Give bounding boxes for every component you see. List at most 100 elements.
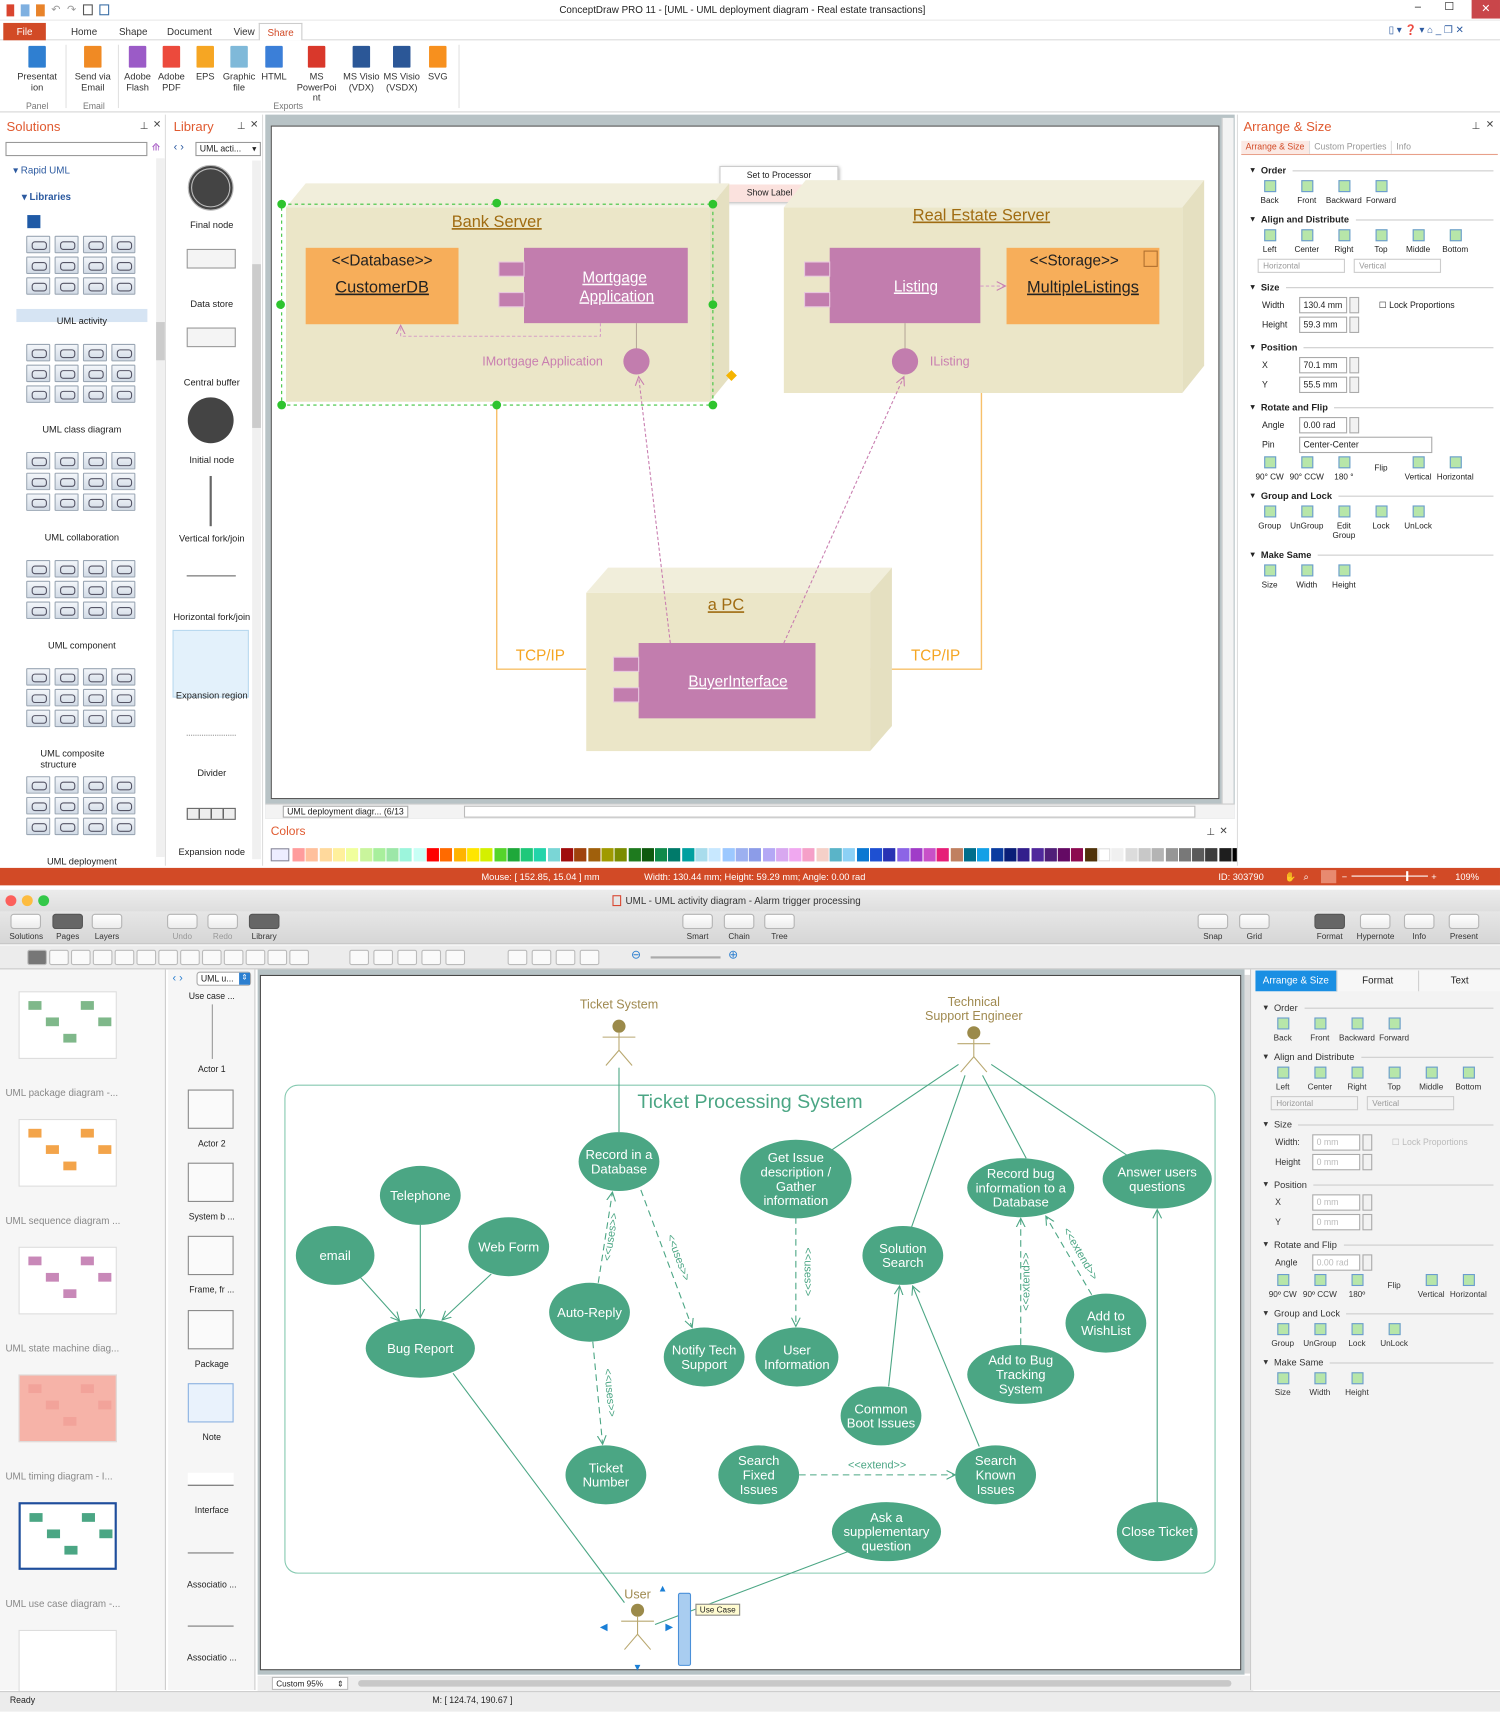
- data-store-shape-icon[interactable]: [186, 248, 236, 269]
- library-shape-icon[interactable]: [26, 668, 51, 686]
- pin-icon[interactable]: ⊥: [236, 120, 246, 132]
- expansion-region-shape-icon[interactable]: [172, 629, 249, 698]
- library-shape-icon[interactable]: [26, 364, 51, 383]
- color-swatch[interactable]: [708, 848, 721, 862]
- color-swatch[interactable]: [1138, 848, 1151, 862]
- library-shape-icon[interactable]: [54, 688, 79, 707]
- color-swatch[interactable]: [373, 848, 386, 862]
- pin-icon[interactable]: ⊥: [1471, 120, 1481, 132]
- tab-file[interactable]: File: [3, 22, 46, 41]
- actor-1-shape-icon[interactable]: [203, 1004, 221, 1059]
- zoom-window-button[interactable]: [38, 895, 50, 907]
- color-swatch[interactable]: [1084, 848, 1097, 862]
- color-swatch[interactable]: [1178, 848, 1191, 862]
- library-item-expansion-node[interactable]: Expansion node: [178, 846, 246, 857]
- library-shape-icon[interactable]: [54, 580, 79, 599]
- library-shape-icon[interactable]: [111, 601, 136, 619]
- library-shape-icon[interactable]: [111, 256, 136, 275]
- top-button[interactable]: Top: [1362, 229, 1399, 254]
- library-uml-deployment[interactable]: UML deployment: [46, 855, 117, 867]
- library-shape-icon[interactable]: [26, 580, 51, 599]
- section-align-and-distribute[interactable]: ▼Align and Distribute: [1262, 1051, 1500, 1062]
- tree-rapid-uml[interactable]: ▾ Rapid UML: [13, 165, 70, 177]
- width-input[interactable]: 0 mm: [1312, 1134, 1361, 1151]
- library-shape-icon[interactable]: [82, 364, 107, 383]
- library-shape-icon[interactable]: [26, 776, 51, 794]
- color-swatch[interactable]: [319, 848, 332, 862]
- color-swatch[interactable]: [587, 848, 600, 862]
- 180-button[interactable]: 180 °: [1325, 456, 1362, 481]
- menu-item-set-to-processor[interactable]: Set to Processor: [746, 170, 812, 181]
- height-button[interactable]: Height: [1338, 1372, 1375, 1397]
- library-shape-icon[interactable]: [54, 277, 79, 295]
- menu-item-show-label[interactable]: Show Label: [720, 184, 838, 202]
- lock-proportions-checkbox[interactable]: ☐ Lock Proportions: [1392, 1138, 1468, 1148]
- tab-home[interactable]: Home: [70, 26, 98, 38]
- section-rotate-and-flip[interactable]: ▼Rotate and Flip: [1262, 1239, 1500, 1250]
- library-select[interactable]: UML acti...▾: [195, 141, 261, 157]
- color-swatch[interactable]: [1004, 848, 1017, 862]
- library-shape-icon[interactable]: [54, 560, 79, 578]
- horizontal-scrollbar[interactable]: [463, 805, 1196, 818]
- tab-view[interactable]: View: [233, 26, 255, 38]
- color-swatch[interactable]: [601, 848, 614, 862]
- section-rotate-and-flip[interactable]: ▼Rotate and Flip: [1249, 402, 1500, 413]
- lock-proportions-checkbox[interactable]: ☐ Lock Proportions: [1379, 300, 1455, 310]
- drawing-tool-icon[interactable]: [158, 949, 178, 966]
- tab-text[interactable]: Text: [1419, 970, 1500, 992]
- color-swatch[interactable]: [493, 848, 507, 862]
- library-shape-icon[interactable]: [111, 235, 136, 254]
- minimize-button[interactable]: –: [1414, 1, 1421, 14]
- bottom-button[interactable]: Bottom: [1437, 229, 1474, 254]
- backward-button[interactable]: Backward: [1338, 1017, 1375, 1043]
- drawing-tool-icon[interactable]: [555, 949, 576, 966]
- color-swatch[interactable]: [802, 848, 815, 862]
- library-shape-icon[interactable]: [82, 601, 107, 619]
- color-swatch[interactable]: [1071, 848, 1084, 862]
- flip-horizontal-button[interactable]: Horizontal: [1437, 456, 1474, 481]
- library-shape-icon[interactable]: [111, 817, 136, 836]
- lock-button[interactable]: Lock: [1338, 1323, 1375, 1348]
- library-uml-class-diagram[interactable]: UML class diagram: [42, 423, 122, 435]
- save-library-icon[interactable]: [27, 215, 41, 229]
- present-button[interactable]: Present: [1448, 913, 1480, 941]
- tab-share[interactable]: Share: [258, 22, 303, 41]
- color-swatch[interactable]: [775, 848, 788, 862]
- horizontal-fork-join-shape-icon[interactable]: [186, 575, 236, 577]
- library-shape-icon[interactable]: [26, 256, 51, 275]
- zoom-select[interactable]: Custom 95%⇕: [271, 1676, 349, 1690]
- ms-visio-vsdx-button[interactable]: MS Visio (VSDX): [381, 45, 422, 93]
- smart-button[interactable]: Smart: [682, 913, 713, 941]
- library-shape-icon[interactable]: [54, 256, 79, 275]
- color-swatch[interactable]: [1017, 848, 1030, 862]
- divider-shape-icon[interactable]: [186, 734, 236, 736]
- section-position[interactable]: ▼Position: [1262, 1179, 1500, 1190]
- library-item-divider[interactable]: Divider: [197, 767, 227, 779]
- library-shape-icon[interactable]: [54, 364, 79, 383]
- library-uml-activity[interactable]: UML activity: [56, 315, 107, 327]
- close-panel-icon[interactable]: ✕: [152, 118, 162, 130]
- library-back-forward[interactable]: ‹ ›: [172, 972, 183, 985]
- graphic-file-button[interactable]: Graphic file: [218, 45, 259, 93]
- drawing-page[interactable]: [270, 125, 1220, 800]
- height-input[interactable]: 0 mm: [1312, 1153, 1361, 1171]
- library-shape-icon[interactable]: [82, 560, 107, 578]
- height-input[interactable]: 59.3 mm: [1299, 316, 1348, 333]
- page-label-uml-sequence-diagram[interactable]: UML sequence diagram ...: [5, 1215, 121, 1226]
- tree-button[interactable]: Tree: [764, 913, 795, 941]
- section-order[interactable]: ▼Order: [1262, 1002, 1500, 1013]
- library-shape-icon[interactable]: [54, 601, 79, 619]
- color-swatch[interactable]: [735, 848, 748, 862]
- section-group-and-lock[interactable]: ▼Group and Lock: [1249, 490, 1500, 501]
- section-make-same[interactable]: ▼Make Same: [1249, 549, 1500, 560]
- library-uml-composite-structure[interactable]: UML composite structure: [40, 747, 105, 770]
- spinner[interactable]: [1362, 1134, 1373, 1151]
- right-button[interactable]: Right: [1338, 1066, 1375, 1092]
- library-scrollbar[interactable]: [252, 160, 261, 860]
- library-shape-icon[interactable]: [111, 560, 136, 578]
- x-input[interactable]: 0 mm: [1312, 1194, 1361, 1211]
- library-item-final-node[interactable]: Final node: [190, 219, 234, 231]
- library-shape-icon[interactable]: [54, 385, 79, 403]
- page-tab[interactable]: UML deployment diagr... (6/13: [282, 805, 409, 818]
- eps-button[interactable]: EPS: [184, 45, 225, 83]
